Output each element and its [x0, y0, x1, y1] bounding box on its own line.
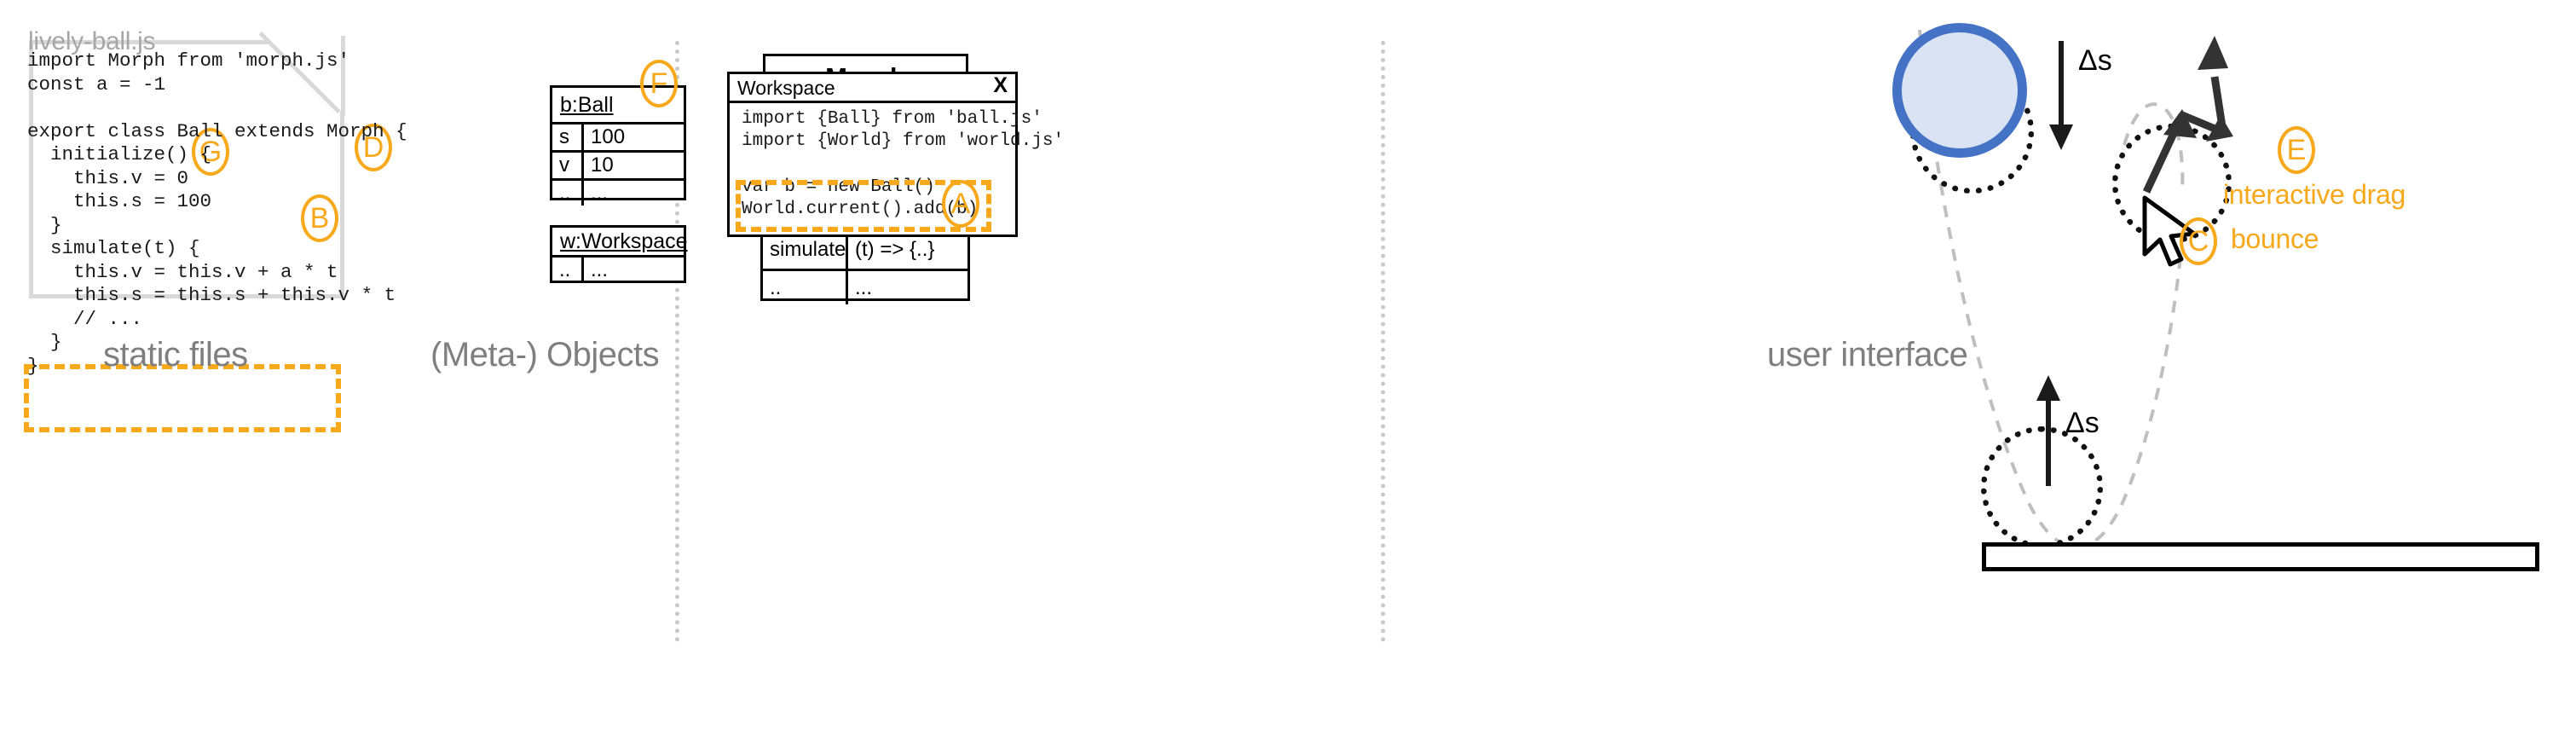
object-cell-value: 10 — [591, 153, 614, 177]
uml-row-ellipsis: .. ... — [763, 269, 967, 304]
workspace-titlebar[interactable]: Workspace X — [730, 74, 1015, 103]
marker-g[interactable]: G — [192, 128, 229, 176]
uml-cell-method-name: simulate — [763, 231, 848, 269]
uml-cell-method-value: (t) => {..} — [855, 238, 935, 261]
ball-morph[interactable] — [1892, 23, 2027, 158]
delta-s-label-bottom: Δs — [2065, 407, 2099, 439]
object-cell-key: .. — [552, 181, 584, 206]
marker-d[interactable]: D — [355, 124, 392, 171]
object-row: s 100 — [552, 122, 684, 150]
object-row: v 10 — [552, 150, 684, 178]
object-cell-key: .. — [552, 258, 584, 283]
delta-s-down-arrow-icon — [2049, 41, 2073, 150]
marker-c[interactable]: C — [2180, 217, 2217, 265]
highlight-box-workspace-snippet — [736, 180, 991, 232]
delta-s-label-top: Δs — [2078, 44, 2112, 77]
object-cell-value: 100 — [591, 125, 626, 148]
column-divider-left — [675, 41, 679, 642]
highlight-box-simulate — [24, 364, 341, 432]
workspace-import-code[interactable]: import {Ball} from 'ball.js' import {Wor… — [742, 109, 1065, 151]
column-caption-meta-objects: (Meta-) Objects — [430, 336, 660, 373]
object-cell-value: ... — [591, 181, 609, 205]
object-box-workspace[interactable]: w:Workspace .. ... — [550, 225, 688, 283]
workspace-title: Workspace — [737, 77, 835, 99]
bounce-label: bounce — [2231, 223, 2319, 254]
marker-a[interactable]: A — [942, 180, 979, 228]
object-cell-value: ... — [591, 258, 609, 281]
ground-platform — [1982, 542, 2539, 571]
file-fold-edge-vertical — [341, 36, 345, 115]
delta-s-up-arrow-icon — [2036, 375, 2060, 486]
uml-cell-method-name: .. — [763, 271, 848, 304]
column-caption-static-files: static files — [103, 336, 248, 373]
file-fold-corner — [265, 36, 344, 115]
interactive-drag-label: interactive drag — [2223, 179, 2406, 210]
drag-gesture-arrow-icon — [2142, 36, 2233, 194]
column-caption-user-interface: user interface — [1767, 336, 1968, 373]
ball-simulation-scene: Δs Δs — [1858, 0, 2576, 741]
uml-cell-method-value: ... — [855, 275, 873, 299]
object-cell-key: v — [552, 153, 584, 178]
object-cell-key: s — [552, 124, 584, 150]
close-icon[interactable]: X — [993, 73, 1008, 97]
marker-b[interactable]: B — [301, 194, 338, 242]
marker-e[interactable]: E — [2278, 126, 2315, 174]
column-divider-right — [1381, 41, 1385, 642]
object-box-ball-title: b:Ball — [560, 92, 614, 117]
object-box-workspace-title: w:Workspace — [560, 229, 688, 253]
object-row: .. ... — [552, 178, 684, 206]
file-source-code[interactable]: import Morph from 'morph.js' const a = -… — [27, 49, 407, 377]
object-row: .. ... — [552, 255, 684, 283]
file-name-label: lively-ball.js — [28, 27, 156, 55]
marker-f[interactable]: F — [640, 60, 678, 107]
workspace-highlighted-code[interactable]: var b = new Ball() World.current().add(b… — [742, 177, 979, 219]
